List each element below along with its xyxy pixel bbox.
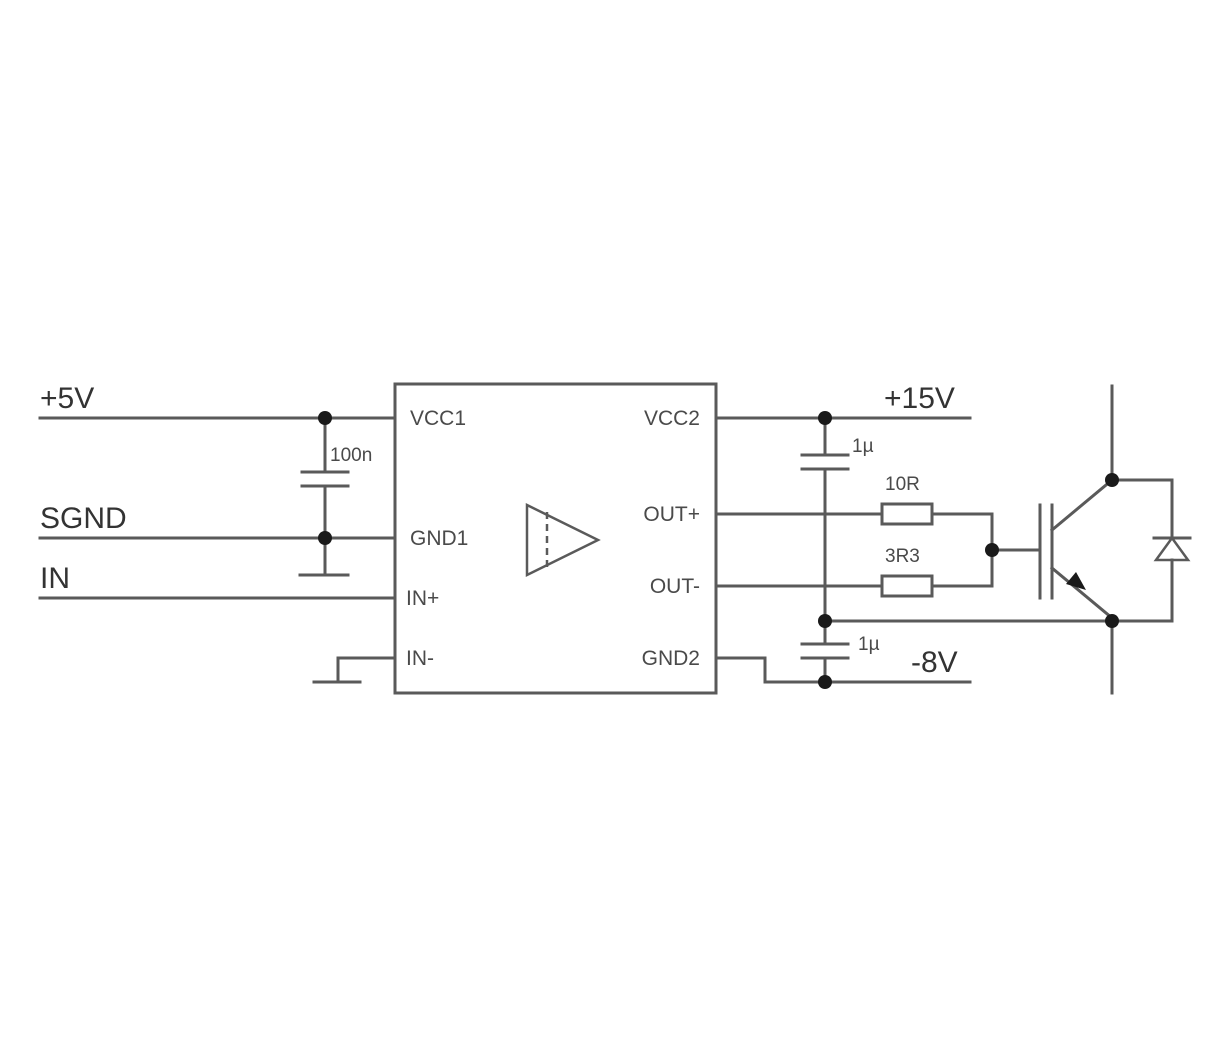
pin-label-out-minus: OUT- xyxy=(650,575,700,598)
junction-plus5v xyxy=(318,411,332,425)
value-label-c-input: 100n xyxy=(330,445,372,466)
pin-label-vcc1: VCC1 xyxy=(410,407,466,430)
isolated-buffer-icon xyxy=(525,502,601,578)
value-label-r-on: 10R xyxy=(885,474,920,495)
left-side-wiring xyxy=(38,411,397,684)
net-label-sgnd: SGND xyxy=(40,502,127,535)
pin-label-gnd1: GND1 xyxy=(410,527,468,550)
pin-label-vcc2: VCC2 xyxy=(644,407,700,430)
value-label-c-vcc2: 1µ xyxy=(852,436,874,457)
junction-collector xyxy=(1105,473,1119,487)
igbt-emitter-arrow-icon xyxy=(1066,572,1086,590)
wire-in-minus-ground xyxy=(336,656,397,683)
value-label-r-off: 3R3 xyxy=(885,546,920,567)
value-label-c-gnd2: 1µ xyxy=(858,634,880,655)
wire-gnd2 xyxy=(714,656,972,684)
junction-emitter-rail xyxy=(818,614,832,628)
resistor-3r3 xyxy=(880,574,934,598)
driver-ic xyxy=(393,382,718,695)
net-label-plus15v: +15V xyxy=(884,382,955,415)
net-label-in: IN xyxy=(40,562,70,595)
igbt-collector-lead xyxy=(1049,477,1115,533)
pin-label-in-minus: IN- xyxy=(406,647,434,670)
junction-sgnd xyxy=(318,531,332,545)
net-label-plus5v: +5V xyxy=(40,382,94,415)
igbt xyxy=(1038,384,1192,695)
right-side-wiring xyxy=(714,411,1174,689)
net-label-minus8v: -8V xyxy=(911,646,958,679)
pin-label-in-plus: IN+ xyxy=(406,587,439,610)
junction-gate xyxy=(985,543,999,557)
junction-gnd2 xyxy=(818,675,832,689)
freewheel-diode-icon xyxy=(1153,535,1191,562)
wire-out-plus-b xyxy=(930,512,994,588)
wire-diode-top xyxy=(1110,478,1174,540)
igbt-emitter-lead xyxy=(1049,565,1115,621)
resistor-10r xyxy=(880,502,934,526)
ic-body xyxy=(393,382,718,695)
junction-emitter xyxy=(1105,614,1119,628)
junction-vcc2 xyxy=(818,411,832,425)
pin-label-out-plus: OUT+ xyxy=(643,503,700,526)
pin-label-gnd2: GND2 xyxy=(642,647,700,670)
